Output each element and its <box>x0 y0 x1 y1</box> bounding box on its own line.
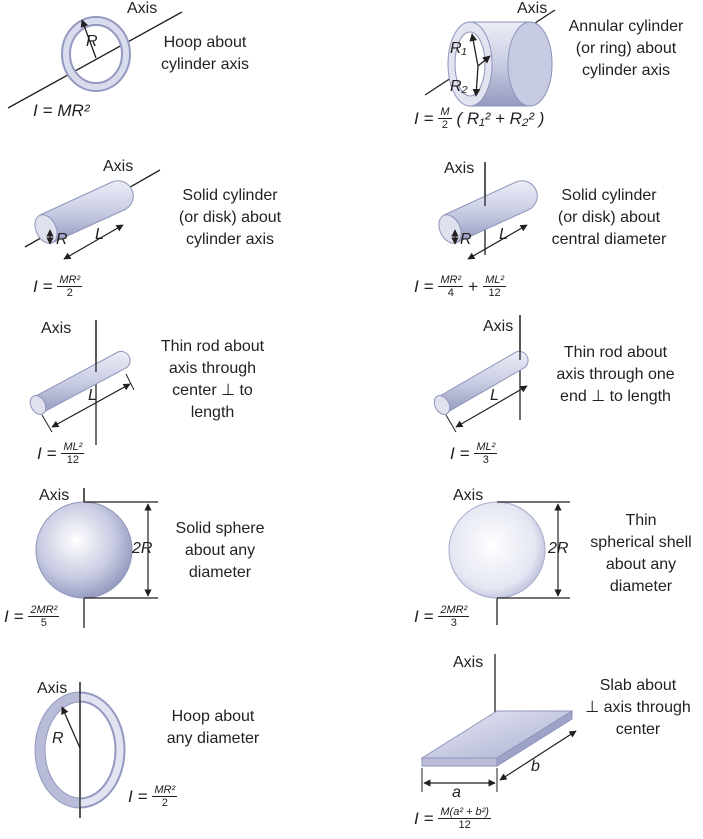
axis-label-9: Axis <box>37 680 68 697</box>
axis-label-10: Axis <box>453 654 484 671</box>
symbol-l-rod1: L <box>88 387 97 404</box>
symbol-l-solidcyl2: L <box>499 226 508 243</box>
caption-rod-end: Thin rod about axis through one end ⊥ to… <box>556 344 675 405</box>
slab-figure <box>420 654 577 792</box>
caption-solid-cylinder-diameter: Solid cylinder (or disk) about central d… <box>551 187 667 248</box>
symbol-r-solidcyl: R <box>56 231 68 248</box>
axis-label-7: Axis <box>39 487 70 504</box>
symbol-r-solidcyl2: R <box>460 231 472 248</box>
axis-label-6: Axis <box>483 318 514 335</box>
symbol-r2: R₂ <box>450 78 468 95</box>
solid-sphere-figure <box>35 488 158 628</box>
solid-cylinder-diameter-figure <box>438 162 538 260</box>
hoop-diameter-figure <box>34 682 126 818</box>
symbol-r-hoop2: R <box>52 730 64 747</box>
axis-label-8: Axis <box>453 487 484 504</box>
axis-label-1: Axis <box>127 0 158 17</box>
symbol-b: b <box>531 758 540 775</box>
axis-label-5: Axis <box>41 320 72 337</box>
symbol-r-hoop: R <box>86 33 98 50</box>
thin-rod-center-figure <box>29 320 135 445</box>
symbol-l-solidcyl: L <box>95 226 104 243</box>
thin-rod-end-figure <box>433 315 529 433</box>
symbol-2r-sphere: 2R <box>132 540 153 557</box>
caption-solid-sphere: Solid sphere about any diameter <box>175 520 265 581</box>
hoop-cylinder-axis-figure <box>7 11 183 109</box>
symbol-r1: R₁ <box>450 40 467 57</box>
caption-rod-center: Thin rod about axis through center ⊥ to … <box>160 338 265 421</box>
symbol-a: a <box>452 784 461 801</box>
caption-shell: Thin spherical shell about any diameter <box>590 512 692 595</box>
annular-cylinder-figure <box>424 9 556 107</box>
axis-label-2: Axis <box>517 0 548 17</box>
formula-hoop-cylinder: I = MR² <box>33 101 90 120</box>
solid-cylinder-axis-figure <box>24 169 161 260</box>
symbol-2r-shell: 2R <box>548 540 569 557</box>
symbol-l-rod2: L <box>490 387 499 404</box>
caption-hoop-diameter: Hoop about any diameter <box>166 708 260 747</box>
caption-annular: Annular cylinder (or ring) about cylinde… <box>568 18 684 79</box>
axis-label-4: Axis <box>444 160 475 177</box>
spherical-shell-figure <box>448 501 570 625</box>
formula-slab: I = M(a² + b²)12 <box>414 806 491 831</box>
axis-label-3: Axis <box>103 158 134 175</box>
caption-slab: Slab about ⊥ axis through center <box>585 677 691 738</box>
caption-hoop-cylinder: Hoop about cylinder axis <box>160 34 250 73</box>
caption-solid-cylinder-axis: Solid cylinder (or disk) about cylinder … <box>178 187 282 248</box>
